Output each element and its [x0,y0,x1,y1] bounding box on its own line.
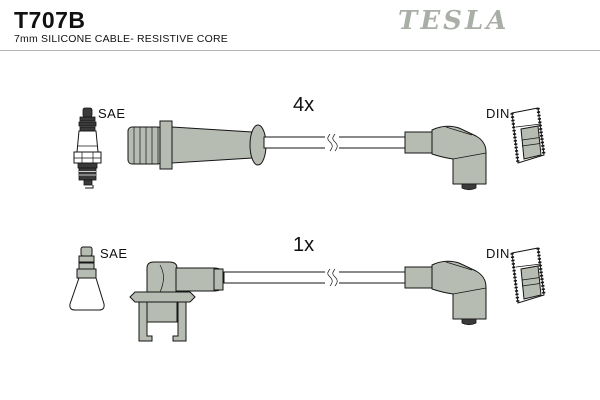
sae-cone-boot-icon [69,246,105,311]
brand-logo: TESLA [398,6,510,36]
din-label-row1: DIN [486,106,510,121]
din-terminal-section-icon [510,246,546,305]
cable-assembly-row2 [69,246,546,342]
din-terminal-section-icon [510,106,546,165]
sae-ribbed-boot-icon [127,120,173,170]
sae-boot-body [171,126,253,164]
spark-plug-icon [73,107,102,189]
product-subtitle: 7mm SILICONE CABLE- RESISTIVE CORE [14,33,228,45]
part-number: T707B [14,7,86,33]
din-elbow-boot-icon [404,125,487,191]
quantity-label-row1: 4x [293,94,315,116]
sae-label-row2: SAE [100,246,128,261]
bracket-clamp-icon [129,261,224,342]
header-divider [0,50,600,51]
cable-break-icon [324,268,340,287]
din-label-row2: DIN [486,246,510,261]
din-elbow-boot-icon [404,260,487,326]
cable-assembly-row1 [73,106,546,191]
sae-label-row1: SAE [98,106,126,121]
quantity-label-row2: 1x [293,234,315,256]
cable-row2 [223,268,406,287]
cable-break-icon [324,133,340,152]
cable-row1 [263,133,406,152]
